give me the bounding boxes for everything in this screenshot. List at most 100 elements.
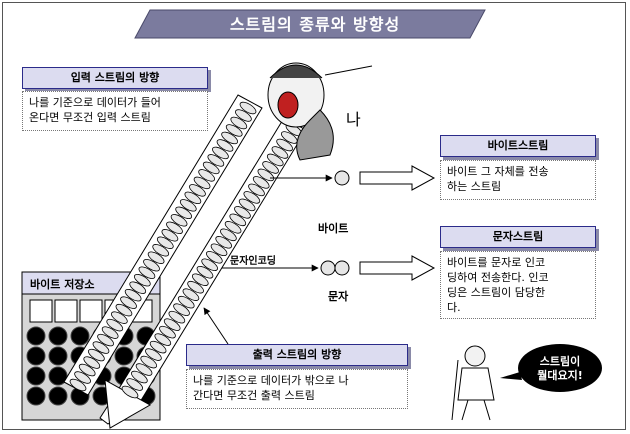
tube-data-oval (206, 251, 223, 264)
storage-data-ball (26, 326, 46, 346)
tube-data-oval (210, 243, 228, 257)
tube-data-oval (184, 191, 202, 205)
tube-data-oval (201, 258, 218, 271)
tube-data-oval (92, 341, 110, 354)
tube-data-oval (115, 303, 133, 317)
tube-data-oval (216, 139, 234, 152)
tube-data-oval (207, 154, 225, 167)
tube-data-oval (88, 348, 105, 362)
storage-data-ball (26, 386, 46, 406)
byte-stream-desc: 바이트 그 자체를 전송 하는 스트림 (440, 160, 596, 200)
tube-data-oval (78, 363, 96, 377)
tube-data-oval (69, 378, 87, 392)
tube-data-oval (229, 213, 247, 227)
tube-data-oval (120, 296, 137, 309)
output-desc-line-1: 나를 기준으로 데이터가 밖으로 나 (193, 374, 349, 387)
tube-data-oval (97, 333, 114, 347)
tube-data-oval (106, 318, 124, 332)
output-stream-header: 출력 스트림의 방향 (186, 344, 408, 366)
char-desc-line-4: 다. (447, 301, 461, 314)
tube-data-oval (83, 356, 101, 369)
byte-desc-line-2: 하는 스트림 (447, 180, 502, 193)
tube-data-oval (135, 363, 153, 376)
input-stream-desc: 나를 기준으로 데이터가 들어 온다면 무조건 입력 스트림 (22, 91, 208, 131)
tube-data-oval (271, 146, 289, 159)
storage-data-ball (70, 326, 90, 346)
tube-data-oval (175, 206, 193, 220)
char-stream-header: 문자스트림 (440, 226, 596, 248)
byte-out-arrow (359, 165, 436, 191)
tube-data-oval (239, 101, 257, 115)
tube-data-oval (159, 325, 176, 339)
outer-frame (2, 2, 626, 430)
tube-data-oval (276, 138, 293, 152)
tube-data-oval (166, 221, 183, 234)
char-out-arrow (359, 255, 436, 281)
tube-data-oval (248, 183, 265, 197)
input-stream-header: 입력 스트림의 방향 (22, 67, 208, 89)
tube-data-oval (111, 311, 128, 324)
byte-ball (334, 170, 350, 186)
char-desc-line-1: 바이트를 문자로 인코 (447, 256, 546, 269)
encoding-label: 문자인코딩 (230, 256, 276, 267)
tube-data-oval (170, 214, 188, 227)
cartoon-man-illustration (267, 62, 373, 161)
storage-data-ball (48, 366, 68, 386)
tube-data-oval (138, 266, 156, 279)
speech-balloon (500, 344, 602, 392)
storage-data-ball (26, 346, 46, 366)
storage-cell (54, 299, 78, 323)
tube-data-oval (149, 340, 167, 354)
storage-label: 바이트 저장소 (30, 278, 95, 291)
tube-data-oval (101, 326, 119, 339)
tube-data-oval (189, 184, 206, 197)
tube-data-oval (187, 280, 204, 294)
tube-data-oval (191, 273, 209, 286)
tube-data-oval (262, 161, 279, 174)
output-pointer-arrow (203, 307, 229, 345)
tube-data-oval (212, 146, 229, 160)
tube-data-oval (230, 116, 248, 130)
tube-data-oval (133, 273, 151, 287)
tube-data-oval (129, 281, 147, 294)
tube-data-oval (196, 265, 214, 279)
tube-data-oval (220, 228, 237, 242)
storage-data-ball (114, 346, 134, 366)
page-title: 스트림의 종류와 방향성 (229, 15, 401, 34)
tube-data-oval (140, 355, 158, 369)
tube-data-oval (143, 259, 160, 272)
char-label: 문자 (328, 290, 349, 303)
char-ball-2 (334, 260, 350, 276)
balloon-line-1: 스트림이 (539, 355, 581, 368)
tube-data-oval (163, 318, 181, 331)
balloon-line-2: 뭘대요지! (537, 369, 583, 382)
byte-desc-line-1: 바이트 그 자체를 전송 (447, 165, 549, 178)
tube-data-oval (161, 229, 179, 242)
input-stream-tube (63, 94, 263, 396)
tube-data-oval (154, 333, 172, 346)
input-desc-line-1: 나를 기준으로 데이터가 들어 (29, 96, 161, 109)
storage-cell (29, 299, 53, 323)
tube-data-oval (238, 198, 256, 212)
tube-data-oval (173, 303, 190, 316)
output-desc-line-2: 간다면 무조건 출력 스트림 (193, 389, 315, 402)
input-desc-line-2: 온다면 무조건 입력 스트림 (29, 111, 151, 124)
tube-data-oval (252, 176, 270, 189)
tube-data-oval (198, 169, 215, 182)
output-stream-desc: 나를 기준으로 데이터가 밖으로 나 간다면 무조건 출력 스트림 (186, 369, 408, 409)
byte-stream-header: 바이트스트림 (440, 135, 596, 157)
tube-data-oval (177, 295, 195, 309)
tube-data-oval (215, 236, 233, 249)
tube-data-oval (224, 221, 242, 234)
char-desc-line-2: 딩하여 전송한다. 인코 (447, 271, 549, 284)
tube-data-oval (235, 109, 252, 122)
tube-data-oval (126, 378, 144, 391)
tube-data-oval (202, 161, 220, 175)
storage-data-ball (48, 346, 68, 366)
tube-data-oval (131, 370, 148, 384)
tube-data-oval (193, 176, 211, 190)
tube-data-oval (124, 288, 142, 302)
storage-data-ball (48, 386, 68, 406)
